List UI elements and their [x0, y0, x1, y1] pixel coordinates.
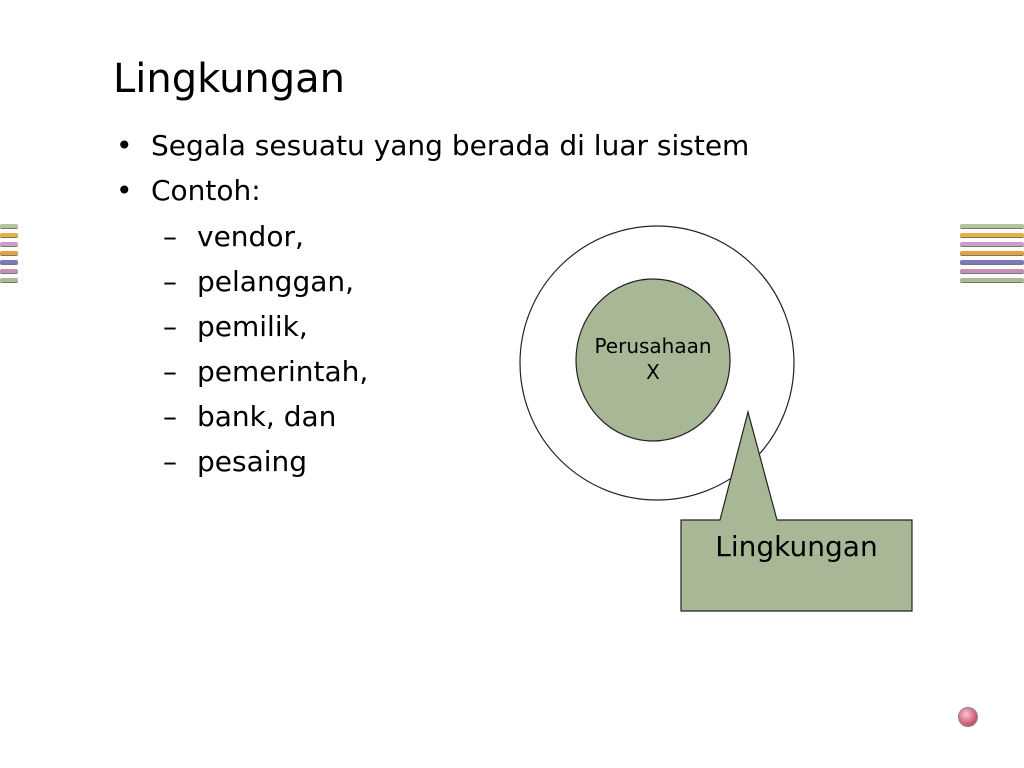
- stripe-decoration-right: [960, 224, 1024, 283]
- bullet-mark: •: [116, 129, 133, 162]
- sub-bullet-text: vendor,: [197, 220, 304, 253]
- stripe: [960, 269, 1024, 274]
- bullet-mark: •: [116, 174, 133, 207]
- company-label: Perusahaan X: [576, 333, 730, 385]
- bullet-item: • Segala sesuatu yang berada di luar sist…: [116, 129, 749, 163]
- stripe: [0, 233, 18, 238]
- stripe-decoration-left: [0, 224, 18, 283]
- sub-bullet-text: pesaing: [197, 445, 308, 478]
- sub-bullet-text: pelanggan,: [197, 265, 355, 298]
- stripe: [960, 242, 1024, 247]
- environment-callout-box: [680, 409, 913, 612]
- company-inner-circle: [575, 278, 731, 442]
- stripe: [0, 242, 18, 247]
- sub-bullet-item: –pesaing: [163, 445, 307, 479]
- callout-label: Lingkungan: [715, 530, 878, 563]
- bullet-item: • Contoh:: [116, 174, 261, 208]
- stripe: [0, 251, 18, 256]
- dash-mark: –: [163, 355, 177, 388]
- dash-mark: –: [163, 445, 177, 478]
- stripe: [960, 260, 1024, 265]
- sub-bullet-text: bank, dan: [197, 400, 337, 433]
- stripe: [0, 260, 18, 265]
- stripe: [0, 278, 18, 283]
- stripe: [0, 224, 18, 229]
- sub-bullet-item: –pemerintah,: [163, 355, 368, 389]
- dash-mark: –: [163, 265, 177, 298]
- company-label-line1: Perusahaan: [594, 334, 712, 358]
- stripe: [960, 278, 1024, 283]
- sub-bullet-item: –pelanggan,: [163, 265, 354, 299]
- stripe: [0, 269, 18, 274]
- slide-title: Lingkungan: [113, 56, 346, 102]
- slide-nav-button[interactable]: [958, 707, 978, 727]
- stripe: [960, 251, 1024, 256]
- dash-mark: –: [163, 220, 177, 253]
- sub-bullet-item: –bank, dan: [163, 400, 336, 434]
- company-label-line2: X: [646, 360, 660, 384]
- dash-mark: –: [163, 400, 177, 433]
- bullet-text: Segala sesuatu yang berada di luar siste…: [151, 129, 750, 162]
- stripe: [960, 224, 1024, 229]
- dash-mark: –: [163, 310, 177, 343]
- stripe: [960, 233, 1024, 238]
- bullet-text: Contoh:: [151, 174, 261, 207]
- sub-bullet-text: pemerintah,: [197, 355, 369, 388]
- sub-bullet-text: pemilik,: [197, 310, 308, 343]
- sub-bullet-item: –vendor,: [163, 220, 304, 254]
- sub-bullet-item: –pemilik,: [163, 310, 308, 344]
